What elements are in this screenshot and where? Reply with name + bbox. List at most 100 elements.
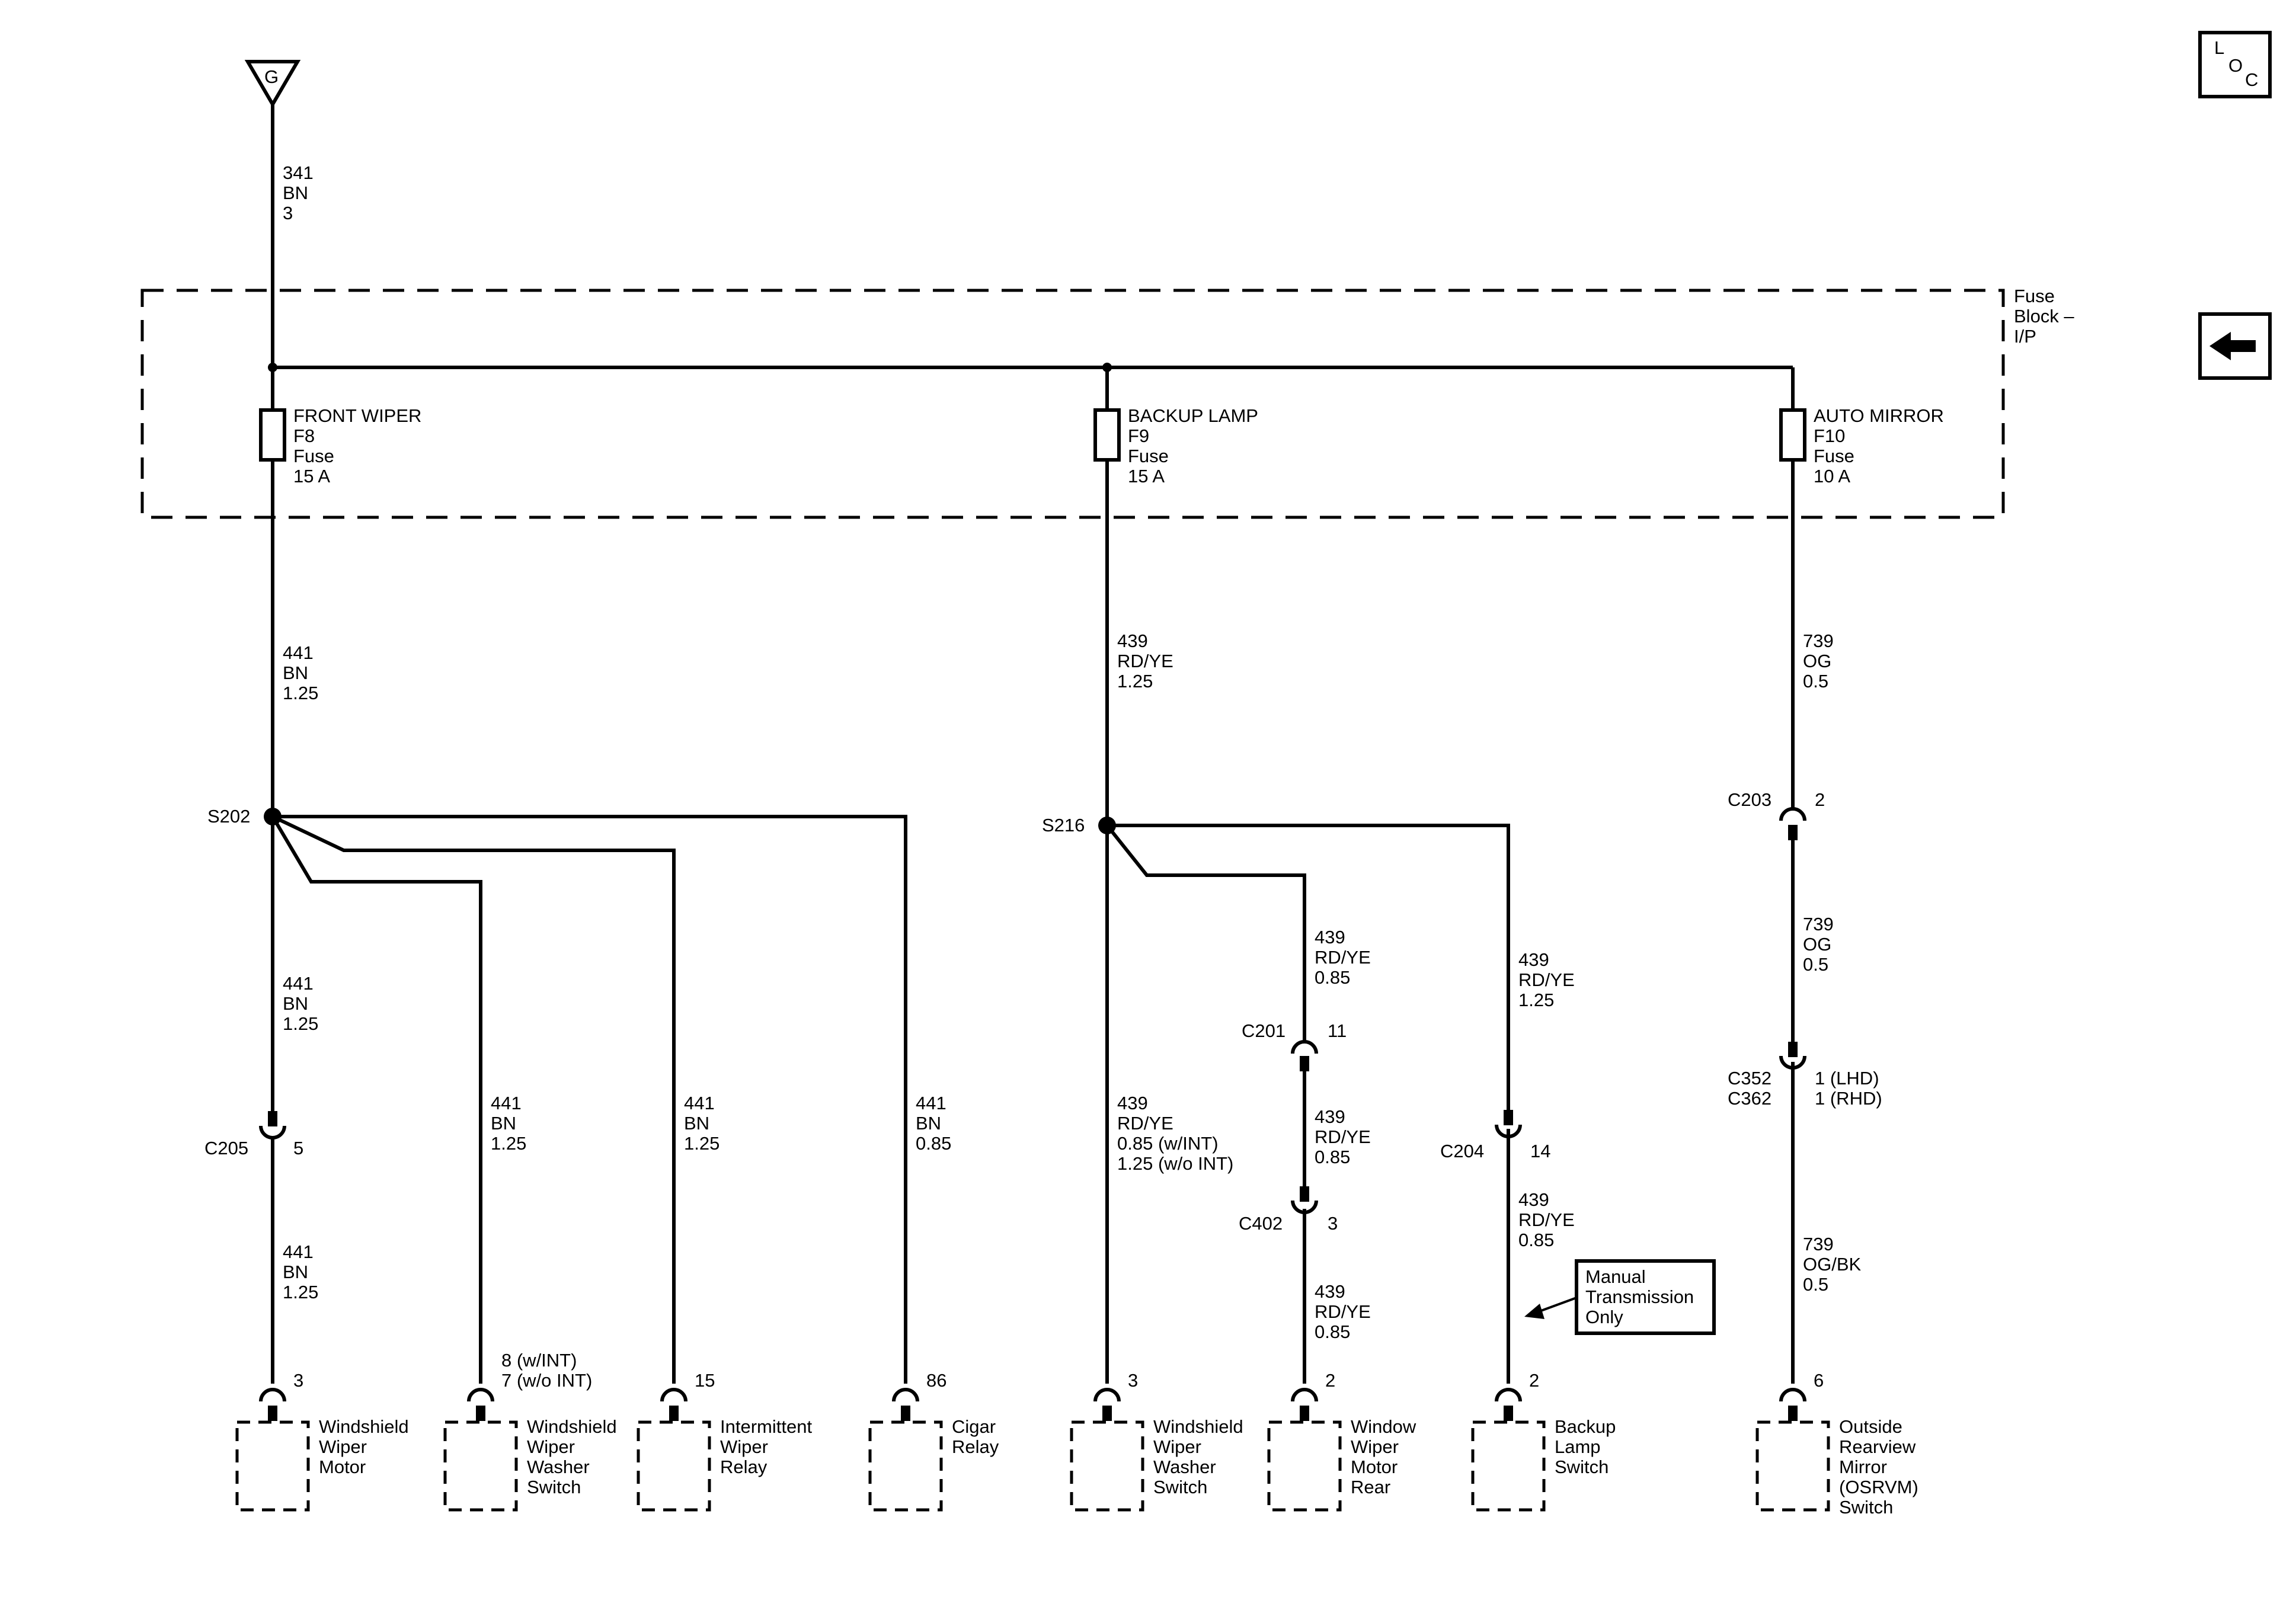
svg-text:3: 3 <box>293 1370 303 1391</box>
svg-text:Rearview: Rearview <box>1839 1436 1916 1457</box>
svg-text:BN: BN <box>684 1113 709 1134</box>
component-cigar-relay: 86 Cigar Relay <box>868 1370 999 1512</box>
component-window-wiper-motor-rear: 2 Window Wiper Motor Rear <box>1267 1370 1416 1512</box>
svg-text:Switch: Switch <box>527 1477 581 1497</box>
svg-text:1.25: 1.25 <box>1518 990 1554 1010</box>
svg-text:Switch: Switch <box>1555 1457 1609 1477</box>
component-windshield-wiper-washer-switch: 8 (w/INT) 7 (w/o INT) Windshield Wiper W… <box>443 1350 617 1512</box>
svg-text:441: 441 <box>283 642 314 663</box>
splice-label: S202 <box>207 806 250 827</box>
svg-text:6: 6 <box>1814 1370 1824 1391</box>
svg-text:Cigar: Cigar <box>952 1416 996 1437</box>
splice-s202 <box>264 808 282 825</box>
connector-pin: 1 (LHD) <box>1815 1068 1879 1089</box>
svg-text:Relay: Relay <box>952 1436 999 1457</box>
svg-text:RD/YE: RD/YE <box>1315 947 1371 968</box>
svg-text:0.85: 0.85 <box>1315 1321 1350 1342</box>
wire-label: 439 RD/YE 0.85 <box>1518 1189 1575 1250</box>
wire-label: 439 RD/YE 0.85 (w/INT) 1.25 (w/o INT) <box>1117 1093 1233 1174</box>
svg-text:BN: BN <box>283 1262 308 1282</box>
svg-text:1.25: 1.25 <box>283 683 318 703</box>
connector-c203 <box>1779 807 1806 840</box>
wire-label: 439 RD/YE 1.25 <box>1518 949 1575 1010</box>
loc-letter-o: O <box>2228 55 2243 76</box>
svg-text:Wiper: Wiper <box>720 1436 768 1457</box>
connector-pin: 1 (RHD) <box>1815 1088 1882 1109</box>
connector-c402 <box>1291 1186 1318 1214</box>
svg-text:Lamp: Lamp <box>1555 1436 1601 1457</box>
svg-text:439: 439 <box>1315 1281 1345 1302</box>
svg-text:1.25: 1.25 <box>491 1133 526 1154</box>
svg-text:15 A: 15 A <box>1128 466 1165 486</box>
connector-label: C201 <box>1242 1020 1285 1041</box>
component-backup-lamp-switch: 2 Backup Lamp Switch <box>1471 1370 1616 1512</box>
svg-text:739: 739 <box>1803 630 1834 651</box>
svg-text:Rear: Rear <box>1351 1477 1390 1497</box>
svg-text:1.25 (w/o INT): 1.25 (w/o INT) <box>1117 1153 1233 1174</box>
wire-label: 441 BN 1.25 <box>283 973 318 1034</box>
connector-label: C203 <box>1728 789 1771 810</box>
back-arrow-icon[interactable] <box>2198 312 2272 380</box>
wire-label: 441 BN 0.85 <box>916 1093 951 1154</box>
svg-text:RD/YE: RD/YE <box>1315 1301 1371 1322</box>
loc-letter-l: L <box>2214 37 2224 58</box>
manual-transmission-note: Manual Transmission Only <box>1524 1259 1716 1335</box>
svg-text:0.5: 0.5 <box>1803 1274 1828 1295</box>
svg-text:439: 439 <box>1117 1093 1148 1113</box>
connector-pin: 3 <box>1328 1213 1338 1234</box>
fuse-block-label: Fuse <box>2014 286 2055 306</box>
svg-text:86: 86 <box>926 1370 946 1391</box>
svg-text:RD/YE: RD/YE <box>1315 1126 1371 1147</box>
svg-text:7 (w/o INT): 7 (w/o INT) <box>501 1370 592 1391</box>
svg-text:439: 439 <box>1518 1189 1549 1210</box>
fuse-f8-label: FRONT WIPER F8 Fuse 15 A <box>293 405 421 486</box>
svg-text:Windshield: Windshield <box>527 1416 617 1437</box>
connector-label: C204 <box>1440 1141 1484 1161</box>
svg-text:BN: BN <box>916 1113 941 1134</box>
svg-text:RD/YE: RD/YE <box>1117 1113 1173 1134</box>
connector-c352 <box>1779 1042 1806 1070</box>
connector-label: C402 <box>1239 1213 1283 1234</box>
location-icon[interactable]: L O C <box>2198 31 2272 98</box>
svg-text:439: 439 <box>1518 949 1549 970</box>
svg-text:Fuse: Fuse <box>1128 446 1169 466</box>
connector-pin: 14 <box>1530 1141 1550 1161</box>
connector-c201 <box>1291 1040 1318 1071</box>
svg-text:441: 441 <box>916 1093 946 1113</box>
component-windshield-wiper-motor: 3 Windshield Wiper Motor <box>235 1370 409 1512</box>
svg-text:OG: OG <box>1803 651 1831 671</box>
fuse-f9-symbol <box>1093 408 1121 462</box>
component-windshield-wiper-washer-switch-2: 3 Windshield Wiper Washer Switch <box>1070 1370 1243 1512</box>
svg-text:Wiper: Wiper <box>527 1436 575 1457</box>
svg-text:8 (w/INT): 8 (w/INT) <box>501 1350 577 1371</box>
connector-label: C362 <box>1728 1088 1771 1109</box>
svg-text:Only: Only <box>1585 1307 1623 1327</box>
wire-label: 439 RD/YE 0.85 <box>1315 927 1371 988</box>
svg-text:441: 441 <box>283 973 314 994</box>
svg-text:739: 739 <box>1803 914 1834 934</box>
junction-dot <box>268 363 277 372</box>
svg-text:RD/YE: RD/YE <box>1518 969 1575 990</box>
svg-text:15 A: 15 A <box>293 466 330 486</box>
svg-text:Backup: Backup <box>1555 1416 1616 1437</box>
wires <box>271 104 1795 1384</box>
svg-text:3: 3 <box>1128 1370 1138 1391</box>
splice-label: S216 <box>1042 815 1085 836</box>
wire-label-color: BN <box>283 183 308 203</box>
svg-text:F10: F10 <box>1814 425 1845 446</box>
wire-label: 739 OG 0.5 <box>1803 914 1834 975</box>
wire-label: 441 BN 1.25 <box>283 1241 318 1302</box>
svg-text:15: 15 <box>695 1370 715 1391</box>
wire-label: 439 RD/YE 0.85 <box>1315 1281 1371 1342</box>
svg-text:OG/BK: OG/BK <box>1803 1254 1862 1275</box>
component-intermittent-wiper-relay: 15 Intermittent Wiper Relay <box>637 1370 812 1512</box>
svg-text:Windshield: Windshield <box>1153 1416 1243 1437</box>
wire-label: 439 RD/YE 0.85 <box>1315 1106 1371 1167</box>
svg-text:RD/YE: RD/YE <box>1117 651 1173 671</box>
svg-text:1.25: 1.25 <box>1117 671 1153 692</box>
wire-label: 441 BN 1.25 <box>684 1093 720 1154</box>
svg-text:Outside: Outside <box>1839 1416 1902 1437</box>
svg-text:0.85: 0.85 <box>916 1133 951 1154</box>
svg-text:Motor: Motor <box>319 1457 366 1477</box>
